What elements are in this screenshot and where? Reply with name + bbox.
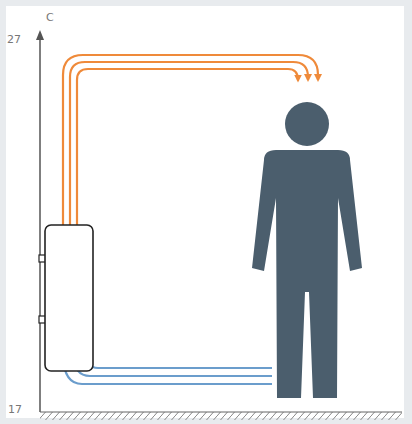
- axis-label: 27: [7, 34, 21, 46]
- axis-line: [39, 38, 41, 412]
- axis-label: C: [46, 12, 54, 24]
- axis-label: 17: [8, 404, 22, 416]
- radiator: [39, 225, 93, 371]
- cool-air-arrows: [63, 352, 272, 384]
- floor-hatching: [40, 412, 402, 420]
- axis-arrowhead: [36, 30, 44, 40]
- floor-line: [40, 411, 402, 412]
- person-figure: [252, 102, 362, 398]
